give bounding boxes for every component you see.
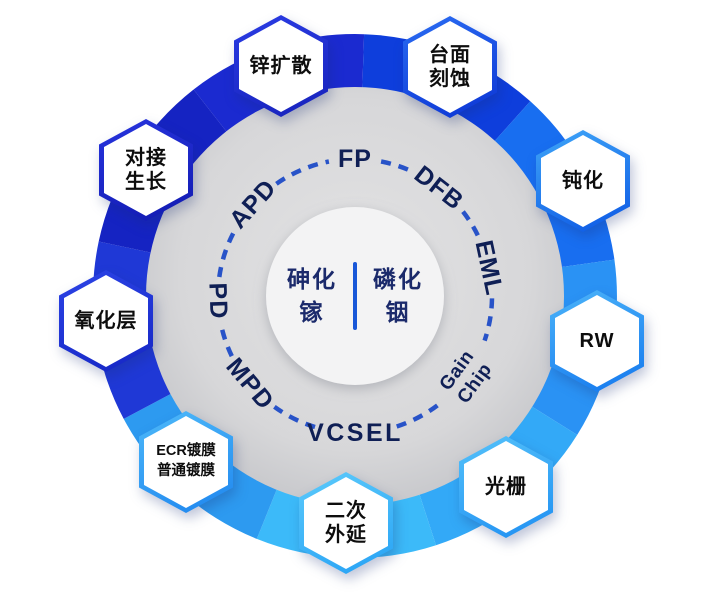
hex-label: 光栅 [459, 436, 553, 538]
hex-label-line: ECR镀膜 [156, 443, 216, 460]
hex-label: 锌扩散 [234, 15, 328, 117]
ring-label-pd: PD [203, 282, 232, 320]
hex-label: 对接 生长 [99, 119, 193, 221]
hex-butt-joint-growth: 对接 生长 [99, 119, 193, 221]
material-gaas: 砷化 镓 [287, 263, 337, 330]
hex-grating: 光栅 [459, 436, 553, 538]
hex-label-line: 对接 [125, 147, 167, 169]
hex-label-line: 锌扩散 [249, 55, 313, 77]
hex-label-line: 钝化 [562, 170, 604, 192]
hex-label-line: 氧化层 [74, 310, 138, 332]
hex-label-line: 刻蚀 [429, 68, 471, 90]
hex-fill [555, 295, 639, 387]
material-inp-line2: 铟 [385, 299, 411, 325]
hex-mesa-etching: 台面 刻蚀 [403, 16, 497, 118]
hex-zinc-diffusion: 锌扩散 [234, 15, 328, 117]
center-divider [353, 262, 357, 330]
hex-label-line: 二次 [325, 500, 367, 522]
hex-label: 台面 刻蚀 [403, 16, 497, 118]
hex-label: 氧化层 [59, 270, 153, 372]
hex-fill [64, 275, 148, 367]
hex-label: ECR镀膜 普通镀膜 [139, 411, 233, 513]
hex-label-line: RW [579, 330, 615, 352]
dashed-arc-ring [217, 159, 495, 430]
ring-label-vcsel: VCSEL [307, 419, 403, 447]
hex-passivation: 钝化 [536, 130, 630, 232]
material-gaas-line1: 砷化 [287, 265, 337, 292]
hex-fill [144, 416, 228, 508]
hex-coating: ECR镀膜 普通镀膜 [139, 411, 233, 513]
hex-oxide-layer: 氧化层 [59, 270, 153, 372]
hex-secondary-epitaxy: 二次 外延 [299, 472, 393, 574]
material-inp: 磷化 铟 [373, 263, 423, 330]
hex-label-line: 生长 [125, 171, 167, 193]
center-materials: 砷化 镓 磷化 铟 [245, 226, 465, 366]
material-inp-line1: 磷化 [373, 265, 423, 292]
hex-label-line: 外延 [325, 524, 367, 546]
material-gaas-line2: 镓 [299, 299, 325, 325]
ring-label-fp: FP [338, 145, 372, 173]
hex-label-line: 台面 [429, 44, 471, 66]
hex-label: 钝化 [536, 130, 630, 232]
hex-label-line: 光栅 [485, 476, 527, 498]
hex-label-line: 普通镀膜 [157, 463, 215, 479]
hex-label: 二次 外延 [299, 472, 393, 574]
hex-rw: RW [550, 290, 644, 392]
hex-label: RW [550, 290, 644, 392]
